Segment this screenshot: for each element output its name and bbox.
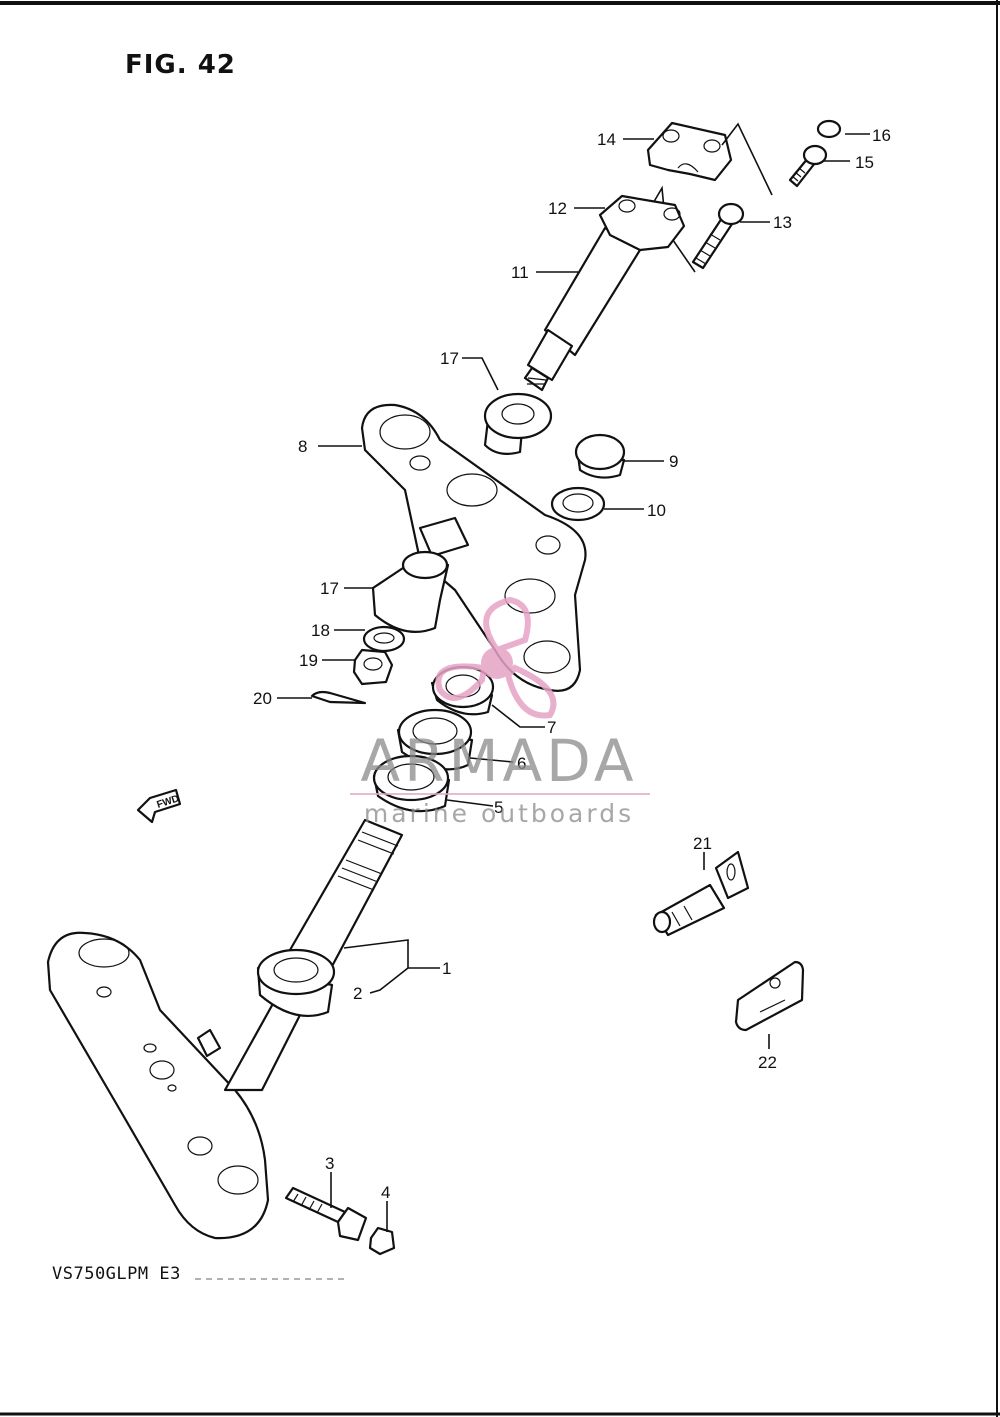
callout-13: 13 [773,213,792,232]
part-21-steering-lock [652,850,750,937]
part-18-washer [362,625,406,653]
callout-12: 12 [548,199,567,218]
callout-4: 4 [381,1183,390,1202]
part-17-bushing-upper [483,392,553,455]
part-3-bolt [284,1186,368,1242]
callout-9: 9 [669,452,678,471]
model-code: VS750GLPM E3 [52,1264,181,1284]
part-14-clamp-cap [646,121,733,182]
callout-21: 21 [693,834,712,853]
part-19-nut [352,648,394,686]
part-22-key-plate [734,960,805,1032]
callout-3: 3 [325,1154,334,1173]
callout-19: 19 [299,651,318,670]
callout-8: 8 [298,437,307,456]
part-6-bearing [396,708,474,771]
callout-22: 22 [758,1053,777,1072]
part-11-handlebar-tube [523,226,642,392]
callout-1: 1 [442,959,451,978]
cut-line-upper [721,122,773,196]
callout-6: 6 [517,754,526,773]
leader-lines [277,133,870,1232]
watermark-tagline: marine outboards [363,799,635,828]
watermark-brand: ARMADA [360,727,638,795]
part-12-clamp-base [598,194,686,252]
part-4-nut [368,1226,396,1256]
part-16-cap [816,119,842,139]
callout-16: 16 [872,126,891,145]
watermark-divider [350,793,650,795]
propeller-logo-icon [435,596,557,719]
part-10-washer [550,486,606,522]
callout-15: 15 [855,153,874,172]
callout-11: 11 [511,263,529,282]
part-20-cotter-pin [310,690,367,705]
part-13-bolt [691,202,745,270]
callout-20: 20 [253,689,272,708]
part-1-steering-stem [46,818,404,1240]
part-15-bolt [788,144,828,188]
callout-labels: 1 2 3 4 5 6 7 8 9 10 11 12 13 14 15 16 1… [253,126,891,1202]
part-2-lower-bearing [256,948,336,1017]
callout-17-upper: 17 [440,349,459,368]
part-17-bushing-lower [371,550,450,633]
callout-10: 10 [647,501,666,520]
callout-5: 5 [494,798,503,817]
part-9-cap-nut [574,433,626,479]
callout-2: 2 [353,984,362,1003]
callout-7: 7 [547,718,556,737]
callout-14: 14 [597,130,616,149]
callout-17-lower: 17 [320,579,339,598]
figure-title: FIG. 42 [125,50,236,80]
part-5-bearing [372,754,451,813]
callout-18: 18 [311,621,330,640]
fwd-arrow-icon: FWD [136,788,182,824]
